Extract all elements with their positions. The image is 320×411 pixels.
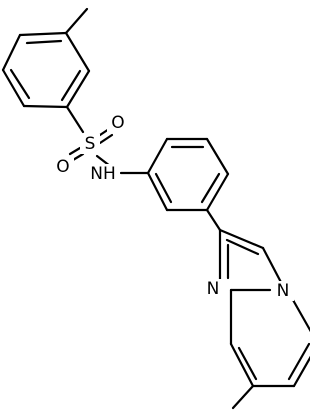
atom-oxygen-right: O [111, 113, 124, 133]
atom-sulfur: S [85, 134, 96, 154]
bond-toluene-ring-4 [22, 104, 69, 109]
bond-phenyl-double-2 [200, 172, 221, 204]
bond-pyr-1 [291, 298, 310, 333]
bond-s-o-left-b [71, 152, 85, 162]
bond-toluene-ring-5 [1, 68, 26, 108]
bond-pyr-double-2 [237, 346, 258, 381]
bond-toluene-ring-2 [64, 31, 91, 73]
bond-pyr-double-1 [287, 342, 310, 381]
bond-toluene-ring-6 [1, 33, 22, 72]
bond-toluene-double-2 [60, 69, 82, 102]
bond-group [1, 7, 310, 410]
bond-phenyl-ring-6 [146, 171, 169, 212]
atom-bridge-nitrogen: N [277, 281, 290, 301]
atom-amine: NH [90, 164, 116, 184]
atom-label-group: S O O NH N N [52, 113, 294, 301]
bond-phenyl-ring-1 [146, 137, 169, 175]
chemical-structure-diagram: S O O NH N N [1, 7, 310, 410]
atom-oxygen-left: O [56, 157, 69, 177]
bond-phenyl-ring-3 [205, 137, 230, 176]
bond-toluene-ring-1 [18, 31, 68, 37]
bond-toluene-methyl [64, 7, 89, 35]
bond-s-o-left-a [68, 146, 82, 156]
bond-imid-double [225, 238, 260, 256]
bond-pyridine-methyl [231, 384, 255, 410]
bond-toluene-ring-3 [65, 69, 91, 109]
bond-imid-1 [218, 228, 265, 250]
bond-s-o-right-b [98, 133, 114, 145]
bond-phenyl-ring-4 [205, 172, 230, 212]
bond-toluene-double-3 [9, 68, 31, 100]
bond-pyr-2 [292, 355, 310, 388]
bond-ring-sulfur [65, 105, 85, 134]
atom-imidazole-nitrogen: N [207, 279, 220, 299]
bond-phenyl-double-3 [154, 172, 173, 204]
bond-phenyl-imidazole [205, 208, 222, 232]
bond-toluene-double-1 [25, 39, 63, 45]
bond-pyr-4 [229, 342, 255, 388]
